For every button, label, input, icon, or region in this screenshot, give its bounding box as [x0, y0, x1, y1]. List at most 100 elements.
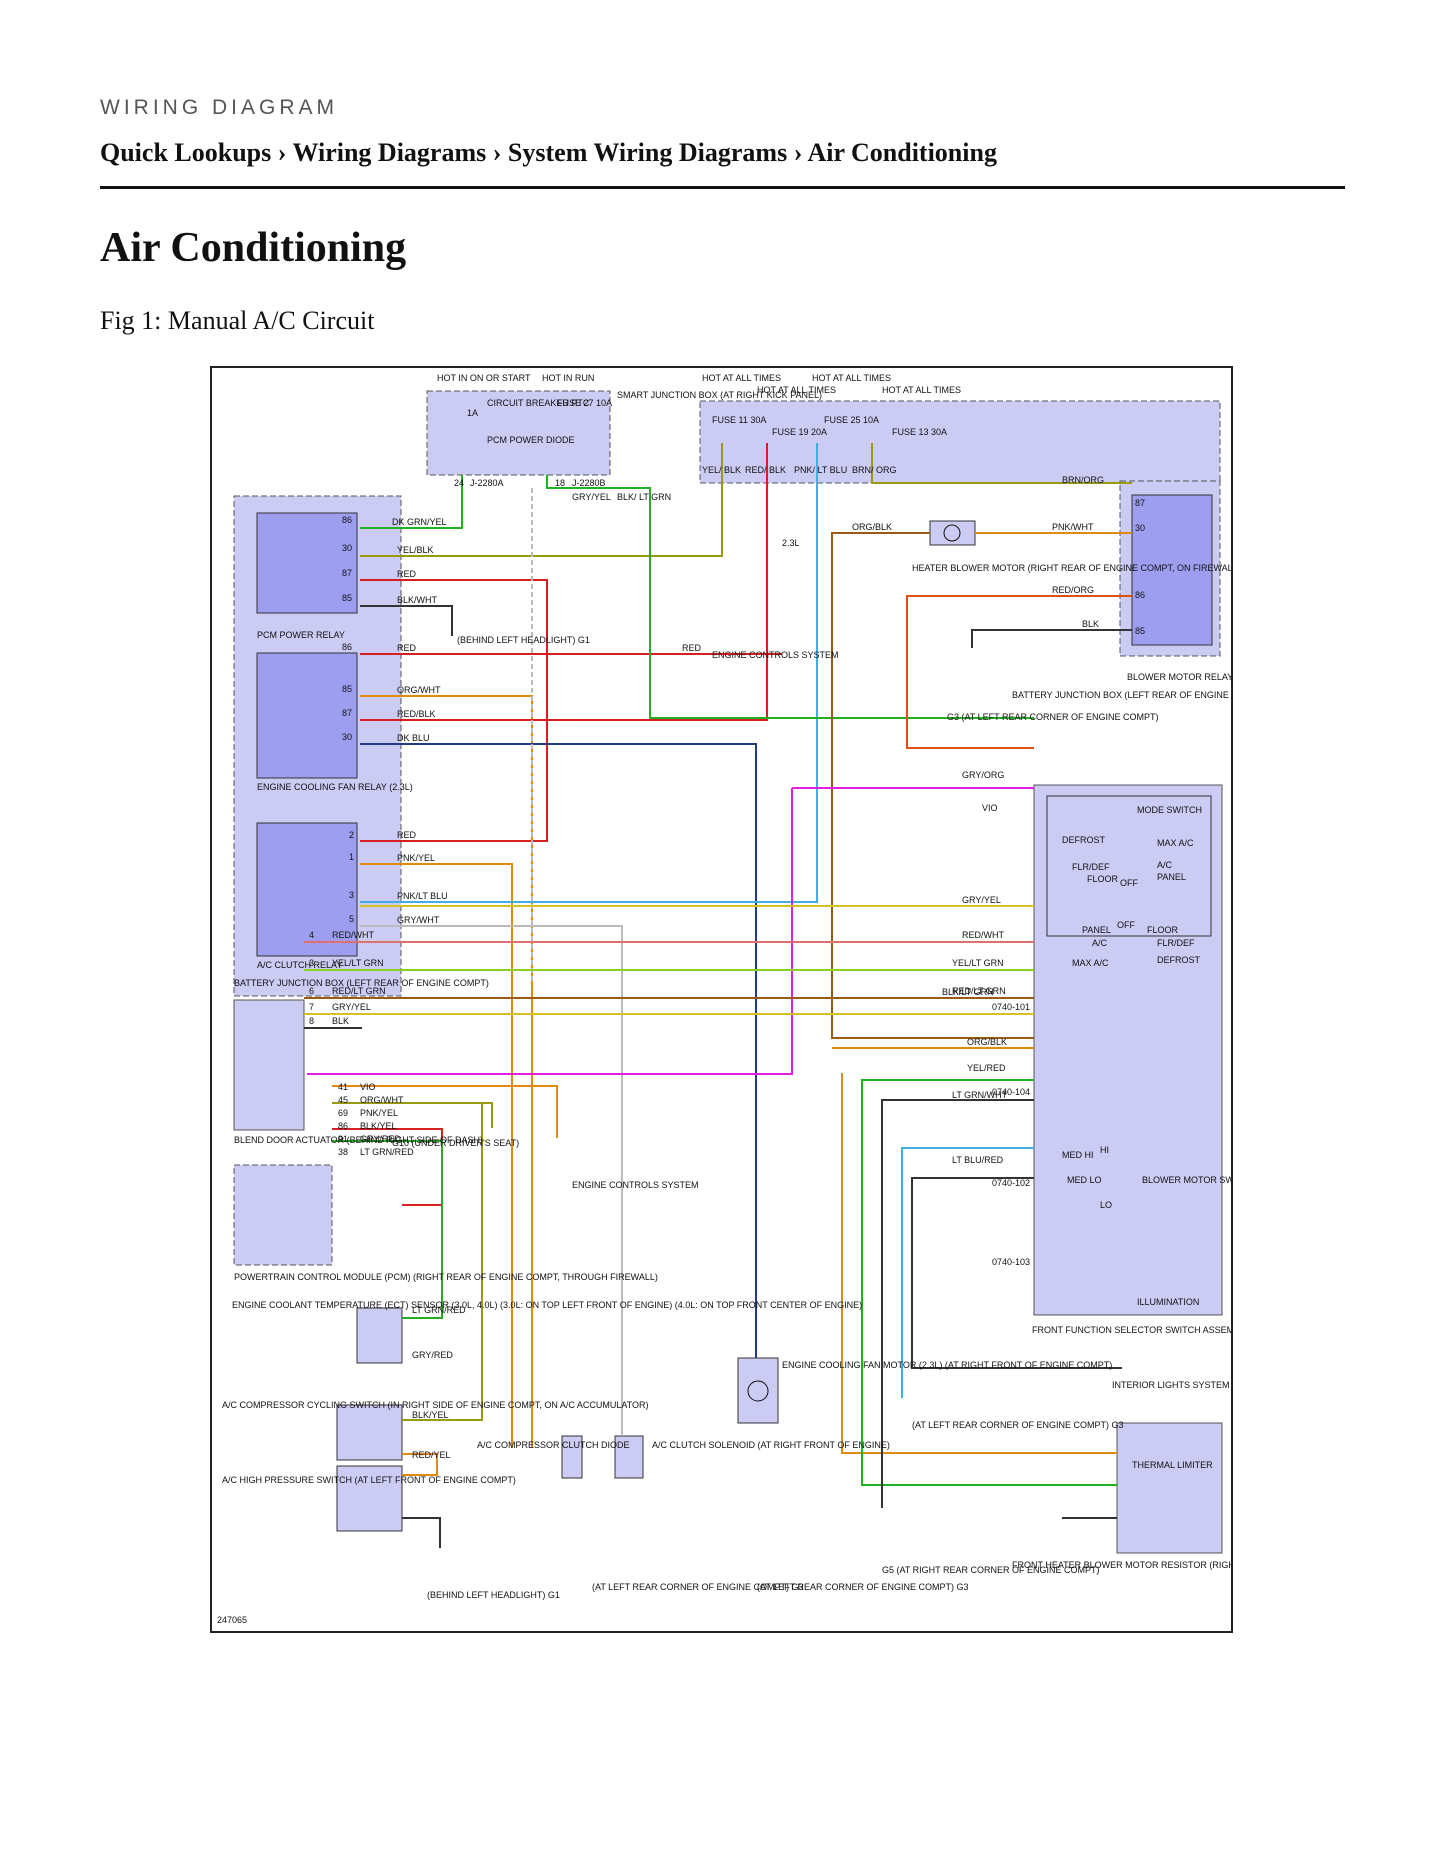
blend-wire: YEL/LT GRN [332, 958, 384, 968]
fuse-label: FUSE 13 30A [892, 427, 947, 437]
wire-label: ORG/BLK [967, 1037, 1007, 1047]
feed-label: HOT AT ALL TIMES [812, 373, 891, 383]
component-label: FRONT FUNCTION SELECTOR SWITCH ASSEMBLY [1032, 1325, 1231, 1335]
blend-wire: GRY/YEL [332, 1002, 371, 1012]
pin-label: 2 [349, 830, 354, 840]
mode-position: FLOOR [1147, 925, 1179, 935]
ect-sensor [356, 1307, 403, 1364]
blower-position: MED HI [1062, 1150, 1094, 1160]
pcm-pin: 69 [338, 1108, 348, 1118]
fan-motor-box [737, 1357, 779, 1424]
pin-label: 30 [342, 732, 352, 742]
smart-junction-label: SMART JUNCTION BOX (AT RIGHT KICK PANEL) [617, 390, 822, 400]
pcm-pin: 91 [338, 1134, 348, 1144]
ground-label: (AT LEFT REAR CORNER OF ENGINE COMPT) G3 [757, 1582, 969, 1592]
wire-label: BLK [1082, 619, 1099, 629]
component-label: MODE SWITCH [1137, 805, 1202, 815]
feed-label: HOT IN ON OR START [437, 373, 531, 383]
pin-label: 1 [349, 852, 354, 862]
ground-label: (BEHIND LEFT HEADLIGHT) G1 [427, 1590, 560, 1600]
wire-label: 2.3L [782, 538, 800, 548]
ground-label: G5 (AT RIGHT REAR CORNER OF ENGINE COMPT… [882, 1565, 1100, 1575]
component-label: A/C HIGH PRESSURE SWITCH (AT LEFT FRONT … [222, 1475, 516, 1485]
connector-id: 0740-101 [992, 1002, 1030, 1012]
breadcrumb-air-conditioning[interactable]: Air Conditioning [807, 138, 997, 167]
wire-label: LT BLU/RED [952, 1155, 1004, 1165]
pcm-wire: PNK/YEL [360, 1108, 398, 1118]
pcm-wire: LT GRN/RED [360, 1147, 414, 1157]
mode-position: FLR/DEF [1072, 862, 1110, 872]
relay-label: PCM POWER RELAY [257, 630, 345, 640]
wire-label: PNK/WHT [1052, 522, 1094, 532]
junction-box-label: BATTERY JUNCTION BOX (LEFT REAR OF ENGIN… [1012, 690, 1231, 700]
wire-label: GRY/RED [412, 1350, 453, 1360]
wire-label: LT GRN/RED [412, 1305, 466, 1315]
component-label: A/C COMPRESSOR CYCLING SWITCH (IN RIGHT … [222, 1400, 649, 1410]
pin-label: 85 [342, 593, 352, 603]
front-function-selector [1033, 784, 1223, 1316]
wire-label: RED/WHT [962, 930, 1004, 940]
component-label: FRONT HEATER BLOWER MOTOR RESISTOR (RIGH… [1012, 1560, 1231, 1570]
connector-id: 0740-104 [992, 1087, 1030, 1097]
blend-wire: RED/LT GRN [332, 986, 386, 996]
mode-position: FLR/DEF [1157, 938, 1195, 948]
connector-id: 0740-102 [992, 1178, 1030, 1188]
mode-position: OFF [1117, 920, 1135, 930]
feed-label: HOT AT ALL TIMES [702, 373, 781, 383]
ground-label: G3 (AT LEFT REAR CORNER OF ENGINE COMPT) [947, 712, 1159, 722]
mode-position: A/C [1092, 938, 1108, 948]
component-label: ENGINE COOLANT TEMPERATURE (ECT) SENSOR … [232, 1300, 862, 1310]
wire-label: GRY/ORG [962, 770, 1004, 780]
connector-label: J-2280B [572, 478, 606, 488]
pin-label: 3 [349, 890, 354, 900]
wire-label: PNK/ LT BLU [794, 465, 847, 475]
component-label: A/C COMPRESSOR CLUTCH DIODE [477, 1440, 630, 1450]
pcm-pin: 38 [338, 1147, 348, 1157]
cb-rating: 1A [467, 408, 478, 418]
fuse-label: FUSE 27 10A [557, 398, 612, 408]
wire-label: BLK/WHT [397, 595, 438, 605]
breadcrumb-separator: › [277, 138, 287, 167]
component-label: BLOWER MOTOR SWITCH [1142, 1175, 1231, 1185]
pin-label: 87 [342, 568, 352, 578]
wire-label: RED [397, 569, 417, 579]
wire-label: RED/ORG [1052, 585, 1094, 595]
feed-label: HOT IN RUN [542, 373, 594, 383]
diagram-labels: HOT IN ON OR START HOT IN RUN HOT AT ALL… [217, 373, 1445, 1625]
ground-label: G10 (UNDER DRIVER'S SEAT) [392, 1138, 519, 1148]
pcm-pin: 41 [338, 1082, 348, 1092]
battery-junction-box-left [233, 495, 402, 997]
wire-label: ORG/WHT [397, 685, 441, 695]
wire-label: GRY/YEL [962, 895, 1001, 905]
component-label: ILLUMINATION [1137, 1297, 1199, 1307]
pcm-diode-label: PCM POWER DIODE [487, 435, 575, 445]
pin-label: 5 [349, 914, 354, 924]
pin-label: 86 [342, 515, 352, 525]
wire-label: BLK/LT GRN [942, 987, 994, 997]
connector-id: 0740-103 [992, 1257, 1030, 1267]
feed-label: HOT AT ALL TIMES [757, 385, 836, 395]
breadcrumb-wiring-diagrams[interactable]: Wiring Diagrams [292, 138, 487, 167]
smart-junction-box [426, 390, 611, 476]
wire-label: RED [682, 643, 702, 653]
component-label: ENGINE COOLING FAN MOTOR (2.3L) (AT RIGH… [782, 1360, 1112, 1370]
ground-label: (AT LEFT REAR CORNER OF ENGINE COMPT) G3 [592, 1582, 804, 1592]
breadcrumb-system-wiring-diagrams[interactable]: System Wiring Diagrams [507, 138, 788, 167]
component-label: THERMAL LIMITER [1132, 1460, 1213, 1470]
breadcrumb-quick-lookups[interactable]: Quick Lookups [100, 138, 272, 167]
blend-pin: 8 [309, 1016, 314, 1026]
wire-label: YEL/ BLK [702, 465, 741, 475]
breadcrumb-separator: › [492, 138, 502, 167]
breadcrumb-separator: › [793, 138, 803, 167]
pcm-pin: 86 [338, 1121, 348, 1131]
wire-label: YEL/BLK [397, 545, 434, 555]
junction-box-label: BATTERY JUNCTION BOX (LEFT REAR OF ENGIN… [234, 978, 489, 988]
pcm-wire: BLK/YEL [360, 1121, 397, 1131]
clutch-diode-box [561, 1435, 644, 1479]
blend-wire: BLK [332, 1016, 349, 1026]
wire-label: YEL/RED [967, 1063, 1006, 1073]
mode-position: MAX A/C [1157, 838, 1194, 848]
wiring-diagram-svg: HOT IN ON OR START HOT IN RUN HOT AT ALL… [217, 373, 1445, 1625]
component-label: INTERIOR LIGHTS SYSTEM [1112, 1380, 1230, 1390]
blend-pin: 3 [309, 958, 314, 968]
